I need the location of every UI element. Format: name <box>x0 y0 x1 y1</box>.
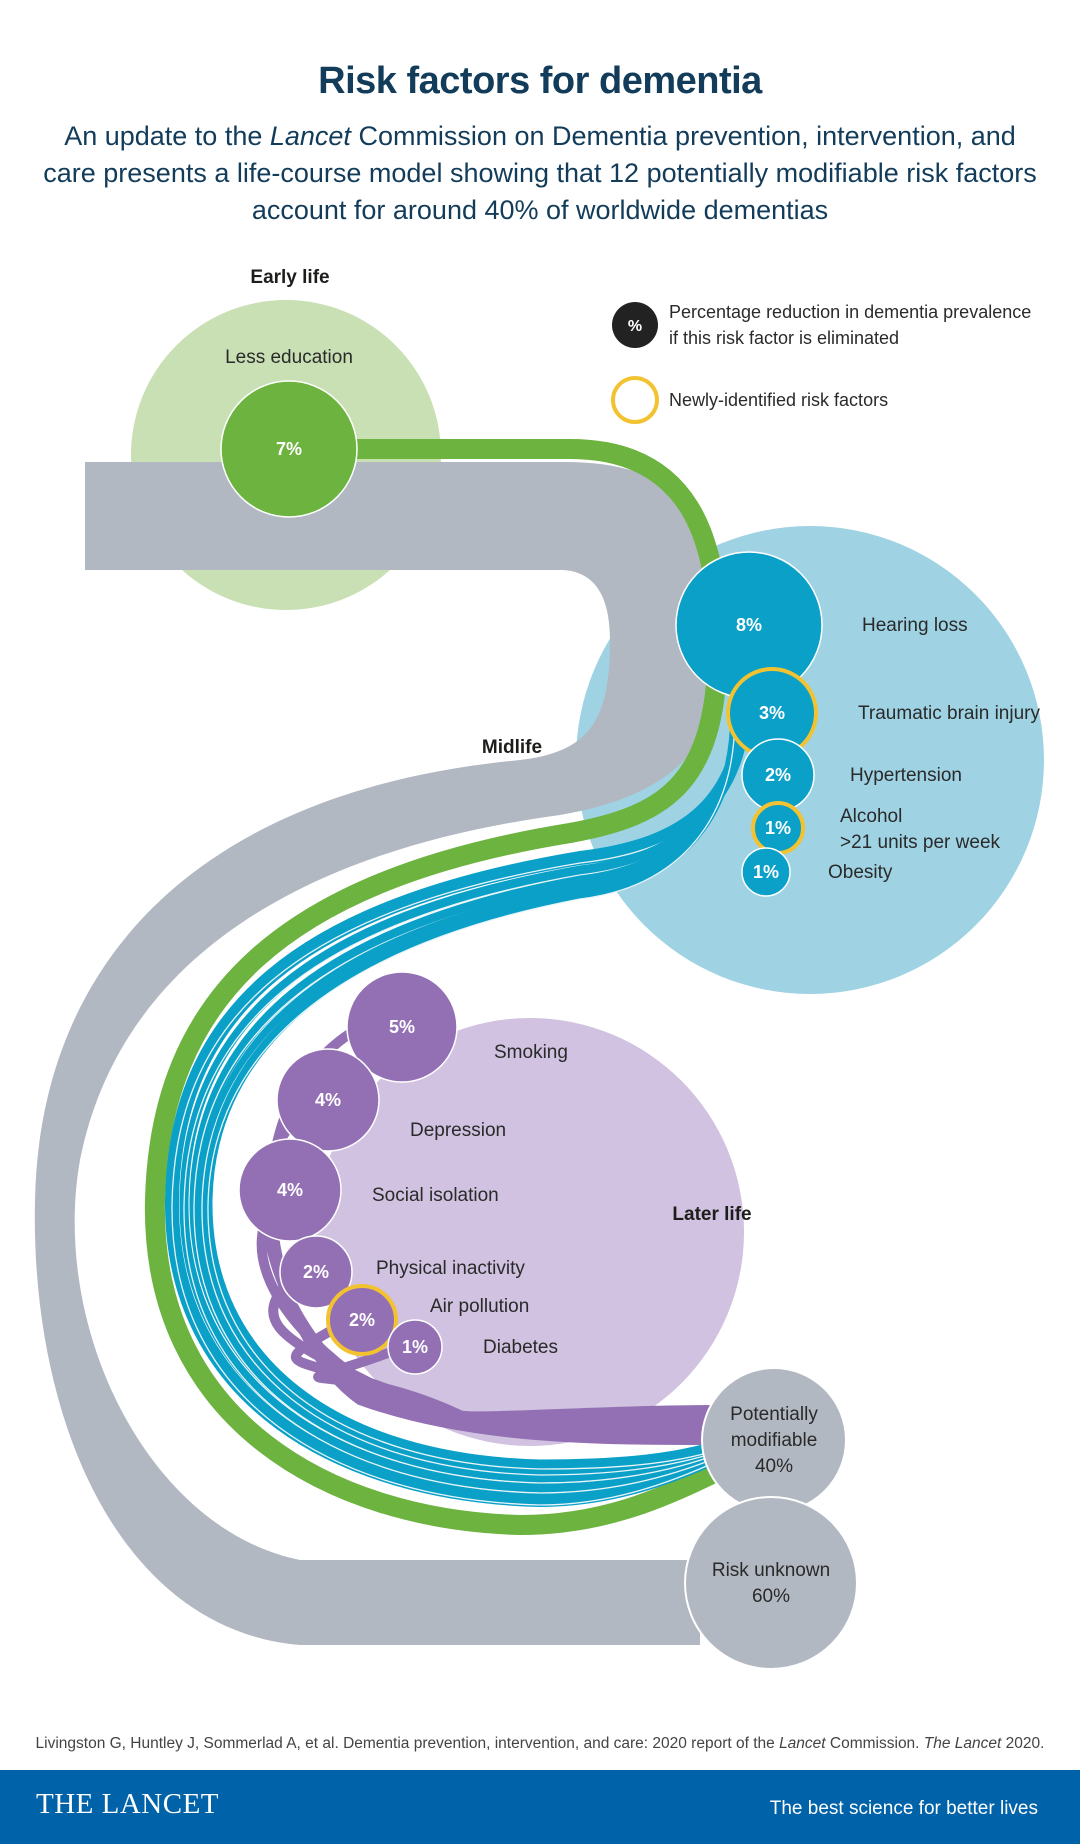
percent-legend-symbol: % <box>628 318 642 335</box>
factor-circle <box>346 971 458 1083</box>
stage-label-early-life: Early life <box>250 267 329 288</box>
outcome-risk-unknown: Risk unknown 60% <box>684 1496 858 1670</box>
stage-label-later-life: Later life <box>672 1204 751 1225</box>
factor-diabetes: 1% Diabetes <box>387 1319 558 1375</box>
factor-percent: 1% <box>765 818 791 838</box>
footer-tagline: The best science for better lives <box>769 1798 1038 1819</box>
factor-label: Smoking <box>494 1042 568 1063</box>
factor-label: Obesity <box>828 862 893 883</box>
factor-label: Air pollution <box>430 1296 529 1317</box>
factor-air-pollution: 2% Air pollution <box>326 1284 529 1356</box>
midlife-flow-separator <box>207 704 736 1470</box>
citation-text: Livingston G, Huntley J, Sommerlad A, et… <box>35 1735 780 1752</box>
factor-label: Traumatic brain injury <box>858 703 1040 724</box>
factor-traumatic-brain-injury: 3% Traumatic brain injury <box>726 667 1040 759</box>
citation-text-2: Commission. <box>825 1735 924 1752</box>
outcome-circle <box>684 1496 858 1670</box>
factor-hypertension: 2% Hypertension <box>741 738 962 812</box>
legend: % Percentage reduction in dementia preva… <box>611 302 1031 424</box>
factor-sublabel: >21 units per week <box>840 832 1001 853</box>
new-risk-factor-legend-icon <box>611 376 659 424</box>
factor-percent: 2% <box>303 1262 329 1282</box>
legend-percent-text-line1: Percentage reduction in dementia prevale… <box>669 302 1031 322</box>
factor-percent: 1% <box>402 1337 428 1357</box>
citation-italic-lancet: Lancet <box>779 1735 826 1752</box>
midlife-flows <box>164 699 752 1508</box>
factor-percent: 4% <box>277 1180 303 1200</box>
outcome-label: 40% <box>755 1456 793 1477</box>
factor-percent: 2% <box>349 1310 375 1330</box>
factor-percent: 1% <box>753 862 779 882</box>
factor-physical-inactivity: 2% Physical inactivity <box>279 1235 525 1309</box>
factor-label: Alcohol <box>840 806 902 827</box>
factor-label: Diabetes <box>483 1337 558 1358</box>
factor-label: Hypertension <box>850 765 962 786</box>
factor-smoking: 5% Smoking <box>346 971 568 1083</box>
risk-factor-diagram: 7% Less education 8% Hearing loss 3% Traumati… <box>34 267 1044 1670</box>
factor-label: Social isolation <box>372 1185 499 1206</box>
midlife-flow-separator <box>171 704 746 1506</box>
factor-circle <box>279 1235 353 1309</box>
outcome-circles: Potentially modifiable 40% Risk unknown 60% <box>684 1367 858 1670</box>
factor-alcohol: 1% Alcohol >21 units per week <box>751 801 1001 855</box>
page-title: Risk factors for dementia <box>318 60 762 102</box>
factor-circle <box>387 1319 443 1375</box>
factor-percent: 8% <box>736 615 762 635</box>
outcome-label: 60% <box>752 1586 790 1607</box>
footer-bar: THE LANCET The best science for better l… <box>0 1770 1080 1844</box>
outcome-potentially-modifiable: Potentially modifiable 40% <box>701 1367 847 1513</box>
later-life-flows <box>256 1005 716 1445</box>
later-life-flow-line <box>268 1266 716 1428</box>
factor-label: Less education <box>225 347 353 368</box>
citation: Livingston G, Huntley J, Sommerlad A, et… <box>0 1735 1080 1753</box>
factor-social-isolation: 4% Social isolation <box>238 1138 499 1242</box>
factor-label: Hearing loss <box>862 615 968 636</box>
legend-new-text: Newly-identified risk factors <box>669 390 888 410</box>
factor-percent: 7% <box>276 439 302 459</box>
subtitle-italic: Lancet <box>269 121 351 151</box>
factor-obesity: 1% Obesity <box>741 847 893 897</box>
stage-label-midlife: Midlife <box>482 737 542 758</box>
factor-label: Physical inactivity <box>376 1258 525 1279</box>
factor-less-education: 7% Less education <box>220 347 358 518</box>
outcome-label: modifiable <box>731 1430 818 1451</box>
factor-percent: 5% <box>389 1017 415 1037</box>
factor-circle <box>741 847 791 897</box>
factor-circle <box>276 1048 380 1152</box>
factor-percent: 3% <box>759 703 785 723</box>
legend-percent-text-line2: if this risk factor is eliminated <box>669 328 899 348</box>
factor-depression: 4% Depression <box>276 1048 506 1152</box>
factor-percent: 4% <box>315 1090 341 1110</box>
later-life-flow-line <box>313 1340 716 1422</box>
factor-circle <box>326 1284 398 1356</box>
citation-italic-journal: The Lancet <box>923 1735 1002 1752</box>
risk-unknown-flow-band <box>34 462 731 1645</box>
page-subtitle: An update to the Lancet Commission on De… <box>40 118 1040 229</box>
subtitle-text-rest: Commission on Dementia prevention, inter… <box>43 121 1037 225</box>
factor-circle <box>238 1138 342 1242</box>
factor-percent: 2% <box>765 765 791 785</box>
outcome-label: Potentially <box>730 1404 818 1425</box>
percent-legend-icon <box>612 302 658 348</box>
subtitle-text: An update to the <box>64 121 270 151</box>
factor-circles: 7% Less education 8% Hearing loss 3% Traumati… <box>220 347 1040 1375</box>
factor-label: Depression <box>410 1120 506 1141</box>
lancet-logo[interactable]: THE LANCET <box>36 1788 219 1820</box>
outcome-label: Risk unknown <box>712 1560 830 1581</box>
later-life-flow-line <box>291 1315 716 1424</box>
factor-circle <box>220 380 358 518</box>
later-life-flow-line <box>256 1186 716 1434</box>
citation-text-3: 2020. <box>1001 1735 1045 1752</box>
